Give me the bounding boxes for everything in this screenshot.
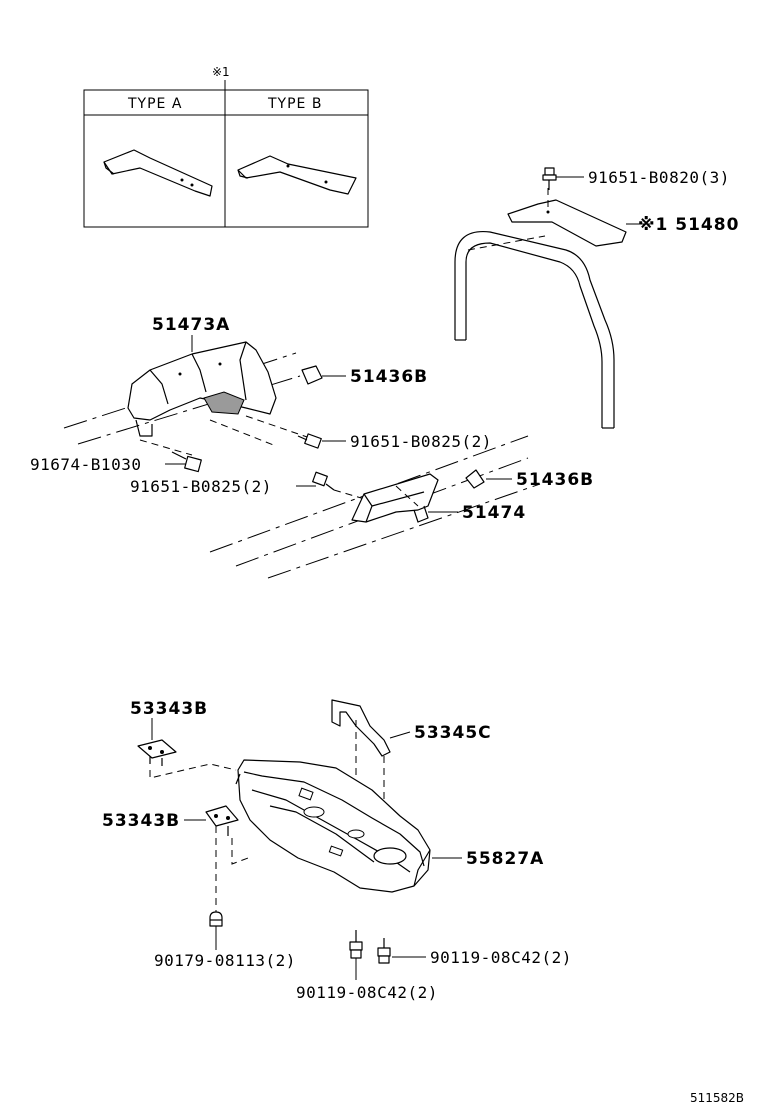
bolt-90119-08c42-left: [349, 930, 363, 980]
label-51474: 51474: [462, 503, 526, 523]
bolt-91651-b0825-lower: [296, 471, 369, 501]
label-55827a: 55827A: [466, 849, 544, 869]
clip-51436b-lower: [465, 469, 512, 489]
label-91651-b0825-lower: 91651-B0825(2): [130, 477, 272, 496]
label-91674-b1030: 91674-B1030: [30, 455, 141, 474]
type-a-header: TYPE A: [127, 96, 182, 112]
part-55827a: [235, 759, 462, 893]
type-table: ※1 TYPE A TYPE B: [83, 65, 369, 228]
type-b-header: TYPE B: [267, 96, 322, 112]
bolt-91651-b0825-upper: [297, 433, 346, 449]
label-51473a: 51473A: [152, 315, 230, 335]
label-51436b-upper: 51436B: [350, 367, 428, 387]
diagram-id: 511582B: [690, 1091, 744, 1105]
label-91651-b0825-upper: 91651-B0825(2): [350, 432, 492, 451]
bolt-90119-08c42-right: [377, 938, 426, 964]
part-51473a: [127, 341, 311, 456]
bracket-53345c: [331, 699, 411, 860]
label-51436b-lower: 51436B: [516, 470, 594, 490]
label-90119-08c42-right: 90119-08C42(2): [430, 948, 572, 967]
label-90179-08113: 90179-08113(2): [154, 951, 296, 970]
label-53345c: 53345C: [414, 723, 492, 743]
bolt-91651-b0820: [542, 167, 557, 190]
bracket-type-a: [103, 149, 213, 197]
label-51480: ※1 51480: [638, 215, 739, 235]
clip-51436b-upper: [301, 365, 346, 385]
bracket-53343b-upper: [137, 718, 237, 779]
label-91651-b0820: 91651-B0820(3): [588, 168, 730, 187]
bracket-51480: [507, 199, 627, 247]
nut-90179-08113: [209, 911, 223, 950]
label-53343b-lower: 53343B: [102, 811, 180, 831]
note-mark: ※1: [212, 65, 230, 79]
label-53343b-upper: 53343B: [130, 699, 208, 719]
bracket-53343b-lower: [184, 805, 249, 912]
bracket-type-b: [237, 155, 357, 195]
label-90119-08c42-left: 90119-08C42(2): [296, 983, 438, 1002]
roll-bar-assembly: 91651-B0820(3) ※1 51480: [454, 167, 739, 429]
part-51474: [351, 473, 458, 523]
bolt-91674-b1030: [165, 451, 202, 473]
